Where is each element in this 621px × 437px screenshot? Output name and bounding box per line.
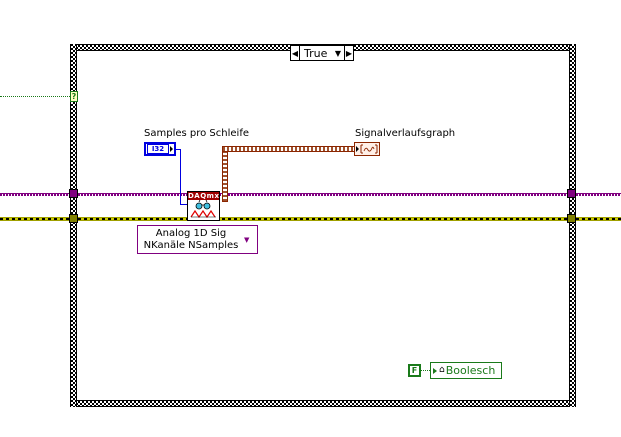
case-prev-button[interactable]: ◀ [291, 46, 300, 60]
i32-type-badge: I32 [147, 144, 169, 154]
daqmx-read-node[interactable]: DAQmx [187, 191, 220, 221]
error-input-tunnel[interactable] [69, 214, 78, 223]
boolean-label: Boolesch [445, 364, 496, 377]
boolean-wire[interactable] [421, 370, 430, 371]
right-triangle-icon: ▶ [345, 48, 353, 58]
unknown-input-tunnel[interactable]: ? [70, 91, 78, 102]
error-wire[interactable] [0, 217, 621, 221]
samples-wire-segment[interactable] [180, 150, 181, 205]
samples-label: Samples pro Schleife [144, 128, 249, 139]
waveform-wire-segment[interactable] [222, 146, 228, 202]
samples-wire-segment[interactable] [175, 149, 181, 150]
down-triangle-icon: ▼ [244, 235, 250, 244]
output-terminal-arrow-icon [170, 146, 173, 152]
input-terminal-arrow-icon [433, 367, 437, 374]
boolean-local-variable[interactable]: ⌂ Boolesch [430, 362, 502, 379]
daqmx-header: DAQmx [188, 192, 220, 200]
input-terminal-arrow-icon [356, 146, 359, 152]
waveform-icon [360, 144, 378, 154]
case-selector-label: True [304, 46, 328, 60]
waveform-wire-segment[interactable] [222, 146, 356, 152]
boolean-false-constant[interactable]: F [408, 364, 421, 377]
error-output-tunnel[interactable] [567, 214, 576, 223]
samples-control[interactable]: I32 [144, 142, 176, 156]
case-structure-bottom-border [70, 400, 576, 407]
down-triangle-icon: ▼ [334, 48, 341, 58]
waveform-graph-indicator[interactable] [354, 142, 380, 156]
task-input-tunnel[interactable] [69, 189, 78, 198]
case-next-button[interactable]: ▶ [344, 46, 353, 60]
left-triangle-icon: ◀ [291, 48, 299, 58]
case-structure-right-border [569, 44, 576, 407]
polymorphic-selector[interactable]: Analog 1D Sig NKanäle NSamples ▼ [137, 225, 258, 254]
boolean-input-wire[interactable] [0, 96, 70, 97]
polymorphic-selection: Analog 1D Sig NKanäle NSamples [143, 227, 239, 251]
task-output-tunnel[interactable] [567, 189, 576, 198]
case-selector[interactable]: ◀ True ▼ ▶ [290, 45, 354, 61]
samples-wire-segment[interactable] [180, 204, 188, 205]
house-icon: ⌂ [439, 365, 445, 375]
case-selector-value[interactable]: True ▼ [300, 47, 344, 60]
task-wire[interactable] [0, 193, 621, 196]
daqmx-read-icon [190, 200, 216, 219]
case-structure-left-border [70, 44, 77, 407]
graph-label: Signalverlaufsgraph [355, 128, 456, 139]
